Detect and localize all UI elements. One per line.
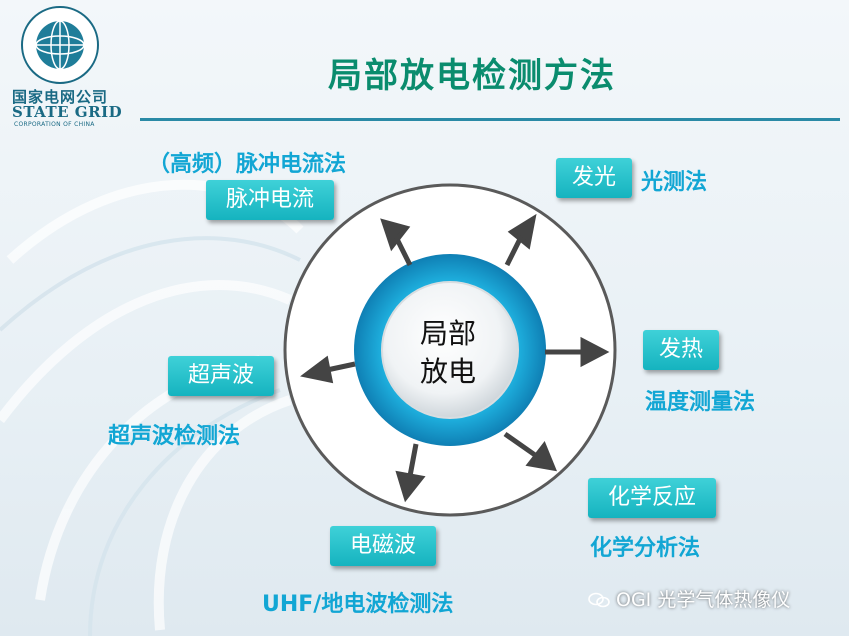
box-heat: 发热 bbox=[643, 330, 719, 370]
center-core bbox=[381, 281, 519, 419]
box-light: 发光 bbox=[556, 158, 632, 198]
page-title: 局部放电检测方法 bbox=[328, 56, 616, 96]
logo-chinese-name: 国家电网公司 bbox=[12, 88, 109, 106]
logo-english-name: STATE GRID bbox=[12, 103, 123, 121]
box-electromagnetic: 电磁波 bbox=[330, 526, 436, 566]
globe-icon bbox=[21, 6, 99, 84]
method-chemical: 化学分析法 bbox=[590, 536, 701, 561]
center-label: 局部 放电 bbox=[393, 315, 503, 391]
arrows bbox=[300, 213, 610, 503]
method-temperature: 温度测量法 bbox=[645, 390, 756, 415]
watermark-text: OGI 光学气体热像仪 bbox=[616, 589, 791, 611]
method-uhf-tev: UHF/地电波检测法 bbox=[262, 592, 454, 617]
box-pulse-current: 脉冲电流 bbox=[206, 180, 334, 220]
box-ultrasonic: 超声波 bbox=[168, 356, 274, 396]
center-line-2: 放电 bbox=[419, 355, 476, 388]
wechat-icon bbox=[588, 592, 610, 608]
method-pulse-current: （高频）脉冲电流法 bbox=[148, 152, 347, 177]
method-ultrasonic: 超声波检测法 bbox=[108, 424, 241, 449]
watermark: OGI 光学气体热像仪 bbox=[588, 585, 790, 612]
box-chemical: 化学反应 bbox=[588, 478, 716, 518]
logo-subtitle: CORPORATION OF CHINA bbox=[14, 121, 95, 128]
center-line-1: 局部 bbox=[419, 317, 476, 350]
method-optical: 光测法 bbox=[641, 170, 708, 195]
state-grid-logo: 国家电网公司 STATE GRID CORPORATION OF CHINA bbox=[0, 0, 140, 130]
title-divider bbox=[140, 118, 840, 121]
